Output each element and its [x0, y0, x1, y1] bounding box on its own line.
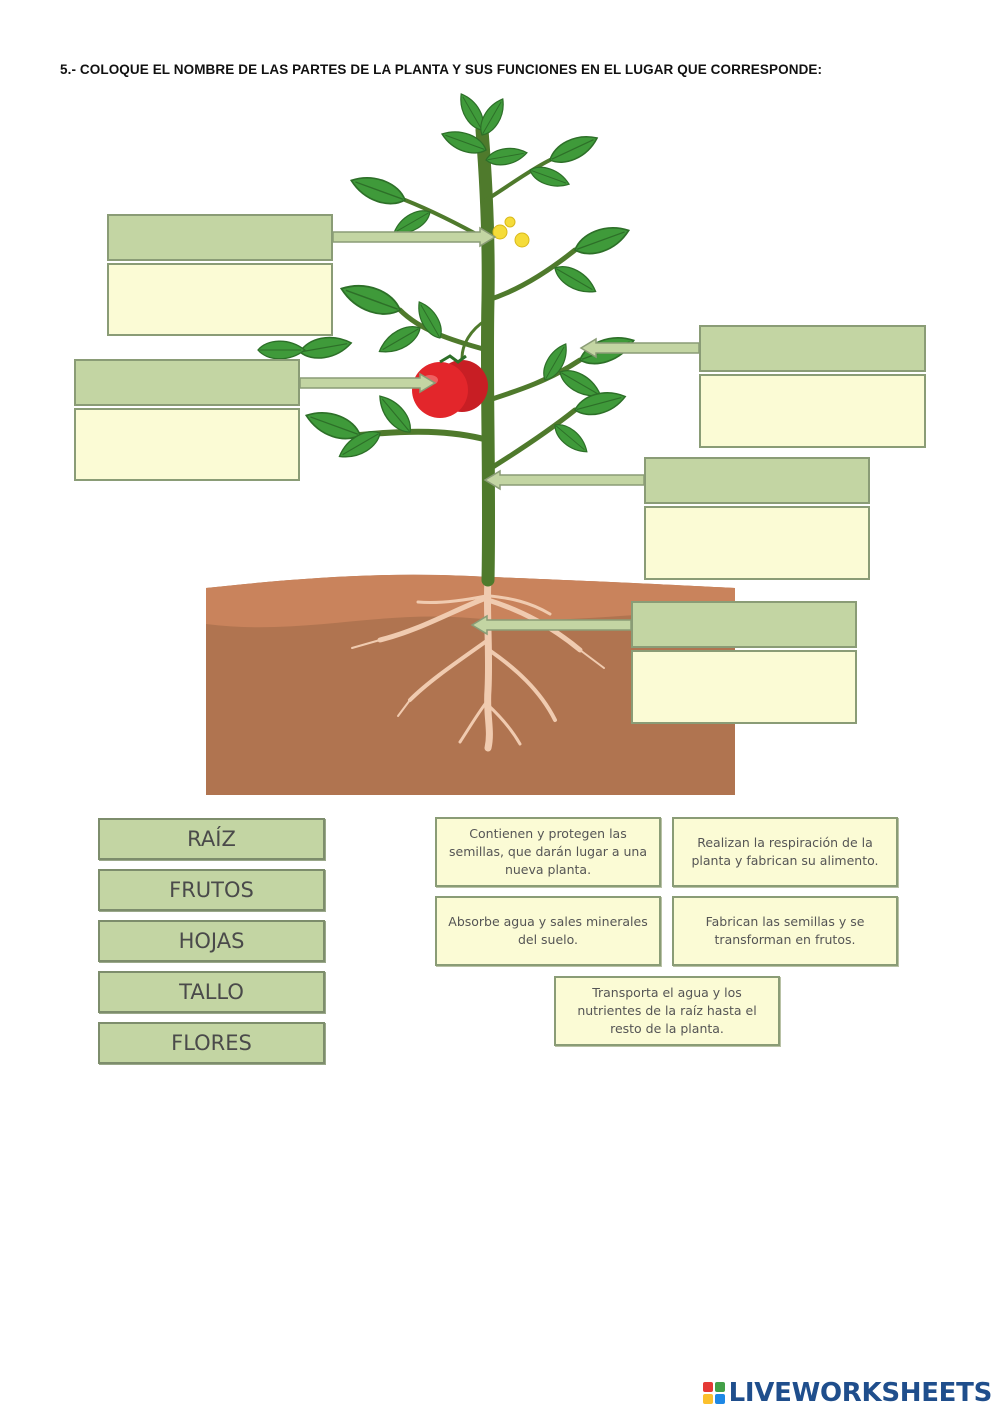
roots: [351, 574, 605, 752]
function-tile-respiration[interactable]: Realizan la respiración de la planta y f…: [672, 817, 898, 887]
answer-function-stem[interactable]: [644, 506, 870, 580]
answer-label-leaves[interactable]: [699, 325, 926, 372]
word-tile-hojas[interactable]: HOJAS: [98, 920, 325, 962]
answer-function-fruits[interactable]: [74, 408, 300, 481]
answer-function-root[interactable]: [631, 650, 857, 724]
function-tile-absorb[interactable]: Absorbe agua y sales minerales del suelo…: [435, 896, 661, 966]
answer-label-flowers[interactable]: [107, 214, 333, 261]
word-tile-raiz[interactable]: RAÍZ: [98, 818, 325, 860]
liveworksheets-logo: LIVEWORKSHEETS: [702, 1376, 993, 1410]
function-tile-transport[interactable]: Transporta el agua y los nutrientes de l…: [554, 976, 780, 1046]
answer-function-leaves[interactable]: [699, 374, 926, 448]
brand-text: LIVEWORKSHEETS: [728, 1378, 993, 1408]
answer-label-stem[interactable]: [644, 457, 870, 504]
pointer-arrows: [299, 226, 700, 636]
flowers: [492, 216, 530, 248]
function-tile-seeds[interactable]: Contienen y protegen las semillas, que d…: [435, 817, 661, 887]
answer-label-root[interactable]: [631, 601, 857, 648]
stem: [357, 123, 583, 587]
word-tile-tallo[interactable]: TALLO: [98, 971, 325, 1013]
word-tile-flores[interactable]: FLORES: [98, 1022, 325, 1064]
answer-function-flowers[interactable]: [107, 263, 333, 336]
plant-illustration: [206, 89, 735, 795]
word-tile-frutos[interactable]: FRUTOS: [98, 869, 325, 911]
answer-label-fruits[interactable]: [74, 359, 300, 406]
function-tile-make-seeds[interactable]: Fabrican las semillas y se transforman e…: [672, 896, 898, 966]
liveworksheets-mark-icon: [702, 1382, 725, 1404]
instruction-text: 5.- COLOQUE EL NOMBRE DE LAS PARTES DE L…: [60, 62, 823, 77]
